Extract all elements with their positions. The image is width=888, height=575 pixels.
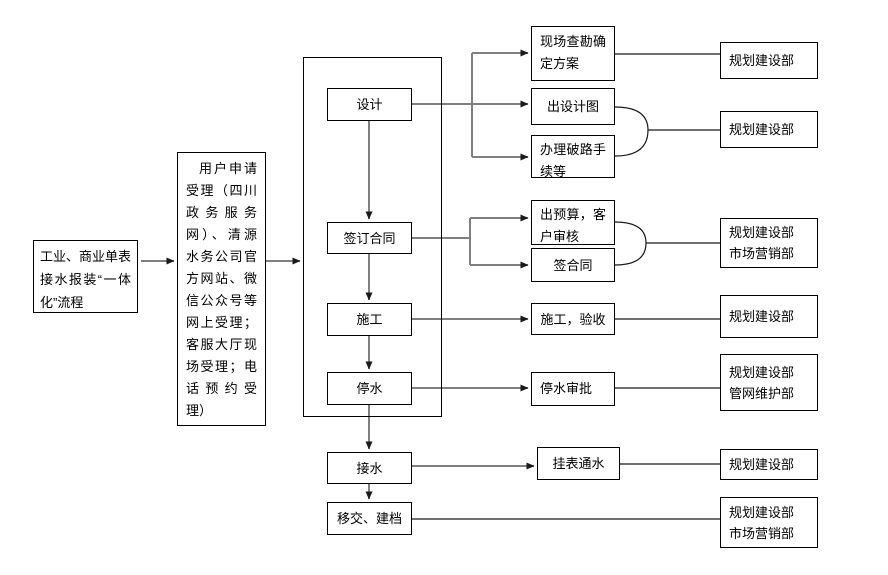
stage-water-connect-node: 接水: [327, 452, 412, 484]
substep-sign-contract-node: 签合同: [531, 248, 615, 282]
substep-meter-install-node: 挂表通水: [537, 447, 620, 480]
dept-node-4: 规划建设部: [720, 295, 818, 338]
dept-node-1: 规划建设部: [720, 42, 818, 79]
stage-group-frame: [303, 57, 442, 417]
dept-node-6: 规划建设部: [720, 449, 818, 480]
dept-node-7: 规划建设部 市场营销部: [720, 497, 818, 548]
stage-handover-archive-node: 移交、建档: [327, 502, 412, 535]
substep-budget-review-node: 出预算，客户审核: [531, 200, 615, 245]
dept-node-3: 规划建设部 市场营销部: [720, 218, 818, 268]
stage-water-stop-node: 停水: [327, 372, 412, 405]
stage-design-node: 设计: [327, 88, 412, 121]
dept-node-2: 规划建设部: [720, 111, 818, 148]
start-node: 工业、商业单表接水报装“一体化”流程: [33, 240, 138, 313]
substep-road-permit-node: 办理破路手续等: [531, 135, 615, 179]
stage-sign-contract-node: 签订合同: [327, 222, 412, 254]
substep-construction-acceptance-node: 施工，验收: [531, 303, 615, 335]
substep-water-stop-approval-node: 停水审批: [531, 372, 615, 406]
stage-construction-node: 施工: [327, 303, 412, 336]
application-intake-node: 用户申请受理（四川政务服务网）、清源水务公司官方网站、微信公众号等网上受理；客服…: [177, 152, 266, 426]
substep-design-drawing-node: 出设计图: [531, 88, 615, 125]
department-lines: [412, 53, 720, 520]
dept-node-5: 规划建设部 管网维护部: [720, 354, 818, 411]
substep-site-survey-node: 现场查勘确定方案: [531, 26, 615, 81]
